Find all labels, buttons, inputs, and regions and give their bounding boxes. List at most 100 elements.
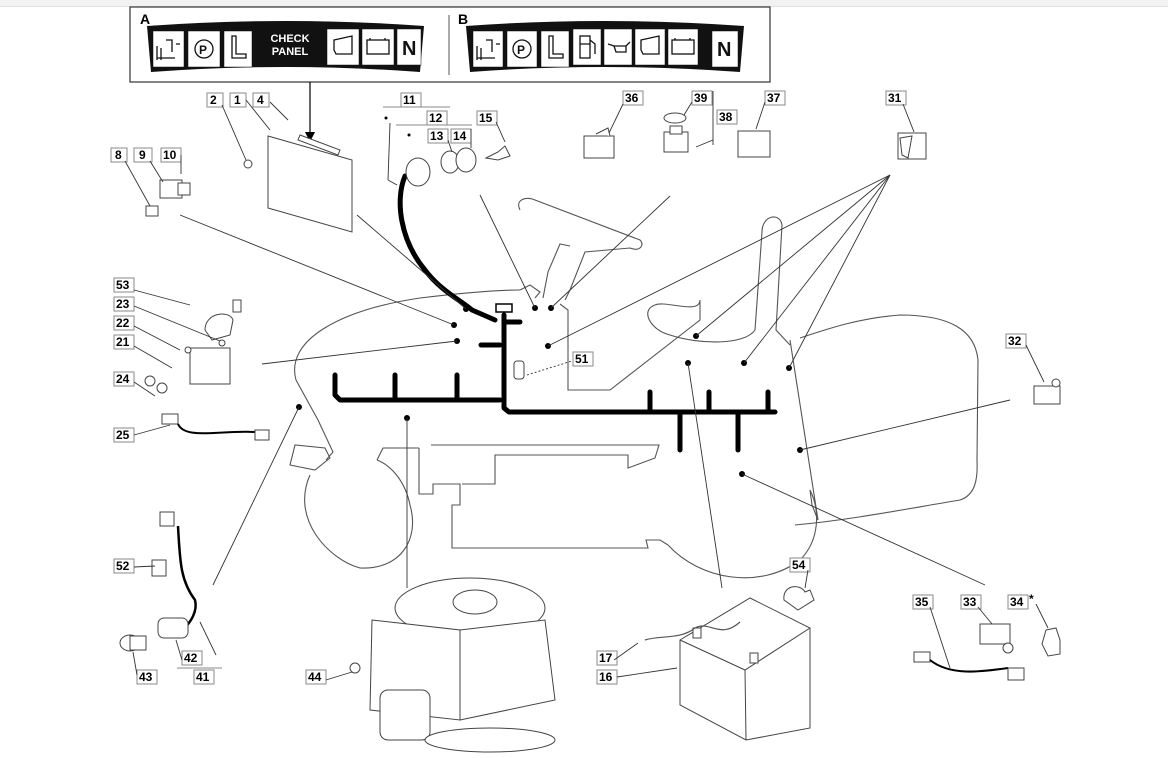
panel-b[interactable]: B P xyxy=(458,11,744,72)
part-relay-9[interactable] xyxy=(145,179,191,217)
part-microswitch-32[interactable] xyxy=(1033,378,1061,405)
part-button-39[interactable] xyxy=(663,112,689,153)
svg-text:P: P xyxy=(199,43,207,57)
svg-text:42: 42 xyxy=(184,651,198,665)
svg-text:22: 22 xyxy=(116,316,130,330)
neutral-icon: N xyxy=(396,28,422,66)
seat-occupancy-icon xyxy=(152,30,185,68)
part-circuit-board[interactable] xyxy=(243,134,353,233)
label-41[interactable]: 41 xyxy=(193,669,215,685)
label-31[interactable]: 31 xyxy=(885,90,907,106)
label-36[interactable]: 36 xyxy=(622,90,644,106)
label-44[interactable]: 44 xyxy=(305,669,327,685)
label-13[interactable]: 13 xyxy=(427,128,449,144)
label-9[interactable]: 9 xyxy=(133,147,153,163)
svg-text:16: 16 xyxy=(599,670,613,684)
label-42[interactable]: 42 xyxy=(181,650,203,666)
svg-text:4: 4 xyxy=(257,93,264,107)
label-34[interactable]: 34 xyxy=(1007,594,1029,610)
part-clip-51[interactable] xyxy=(513,360,525,380)
label-2[interactable]: 2 xyxy=(206,92,224,108)
panel-pointer-arrow xyxy=(305,132,315,142)
check-panel-line1: CHECK xyxy=(270,33,309,45)
svg-text:32: 32 xyxy=(1008,334,1022,348)
svg-text:43: 43 xyxy=(139,670,153,684)
label-37[interactable]: 37 xyxy=(764,90,786,106)
part-switch-36[interactable] xyxy=(583,127,615,159)
label-21[interactable]: 21 xyxy=(113,334,135,350)
part-cable-35[interactable] xyxy=(913,651,1025,681)
svg-text:14: 14 xyxy=(453,129,467,143)
label-51[interactable]: 51 xyxy=(572,351,594,367)
svg-text:53: 53 xyxy=(116,278,130,292)
seat-icon xyxy=(223,30,253,68)
svg-text:17: 17 xyxy=(599,651,613,665)
parking-brake-icon: P xyxy=(506,30,538,68)
label-43[interactable]: 43 xyxy=(136,669,158,685)
label-32[interactable]: 32 xyxy=(1005,333,1027,349)
label-10[interactable]: 10 xyxy=(160,147,182,163)
label-8[interactable]: 8 xyxy=(110,147,128,163)
svg-text:39: 39 xyxy=(694,91,708,105)
svg-text:12: 12 xyxy=(429,111,443,125)
label-16[interactable]: 16 xyxy=(596,669,618,685)
engine-oil-icon xyxy=(326,28,360,66)
svg-text:N: N xyxy=(717,39,731,61)
label-23[interactable]: 23 xyxy=(113,296,135,312)
part-sensor-34[interactable] xyxy=(1041,627,1061,657)
part-relay-33[interactable] xyxy=(979,623,1014,654)
part-solenoid[interactable] xyxy=(144,299,242,394)
label-22[interactable]: 22 xyxy=(113,315,135,331)
fuel-pump-icon xyxy=(572,28,602,66)
svg-text:25: 25 xyxy=(116,428,130,442)
label-24[interactable]: 24 xyxy=(113,371,135,387)
label-4[interactable]: 4 xyxy=(252,92,270,108)
label-11[interactable]: 11 xyxy=(400,92,422,108)
svg-text:15: 15 xyxy=(479,111,493,125)
wiring-harness xyxy=(332,173,778,453)
label-1[interactable]: 1 xyxy=(229,92,247,108)
label-17[interactable]: 17 xyxy=(596,650,618,666)
label-15[interactable]: 15 xyxy=(476,110,498,126)
panel-a-letter: A xyxy=(140,11,150,27)
svg-text:8: 8 xyxy=(115,148,122,162)
label-52[interactable]: 52 xyxy=(113,558,135,574)
check-panel-line2: PANEL xyxy=(272,46,309,58)
svg-text:34: 34 xyxy=(1010,595,1024,609)
leader-lines xyxy=(179,174,1011,589)
label-33[interactable]: 33 xyxy=(960,594,982,610)
svg-text:44: 44 xyxy=(308,670,322,684)
part-engine[interactable] xyxy=(349,577,556,753)
label-35[interactable]: 35 xyxy=(912,594,934,610)
svg-text:11: 11 xyxy=(403,93,416,107)
part-switch-37[interactable] xyxy=(737,130,771,158)
svg-text:38: 38 xyxy=(719,110,733,124)
svg-text:52: 52 xyxy=(116,559,130,573)
part-ignition-switch[interactable] xyxy=(405,145,511,187)
part-battery[interactable] xyxy=(644,586,815,741)
label-54[interactable]: 54 xyxy=(789,557,811,573)
svg-text:P: P xyxy=(517,43,525,57)
svg-text:1: 1 xyxy=(234,93,241,107)
svg-text:24: 24 xyxy=(116,372,130,386)
svg-text:21: 21 xyxy=(116,335,130,349)
svg-text:10: 10 xyxy=(163,148,177,162)
label-14[interactable]: 14 xyxy=(450,128,472,144)
part-lamp-harness[interactable] xyxy=(119,511,197,652)
connection-points xyxy=(296,305,803,477)
svg-text:54: 54 xyxy=(792,558,806,572)
label-12[interactable]: 12 xyxy=(426,110,448,126)
part-cable-25[interactable] xyxy=(161,413,270,441)
label-39[interactable]: 39 xyxy=(691,90,713,106)
label-34-asterisk: * xyxy=(1029,592,1034,606)
parking-brake-icon: P xyxy=(187,30,221,68)
label-53[interactable]: 53 xyxy=(113,277,135,293)
part-labels: 2 1 4 8 9 10 11 12 13 14 15 36 39 38 37 xyxy=(110,90,1049,685)
label-38[interactable]: 38 xyxy=(716,109,738,125)
label-25[interactable]: 25 xyxy=(113,427,135,443)
part-switch-31[interactable] xyxy=(897,132,927,160)
svg-text:37: 37 xyxy=(767,91,781,105)
panel-a[interactable]: A P CHECK PANEL xyxy=(140,11,424,72)
svg-text:31: 31 xyxy=(888,91,902,105)
